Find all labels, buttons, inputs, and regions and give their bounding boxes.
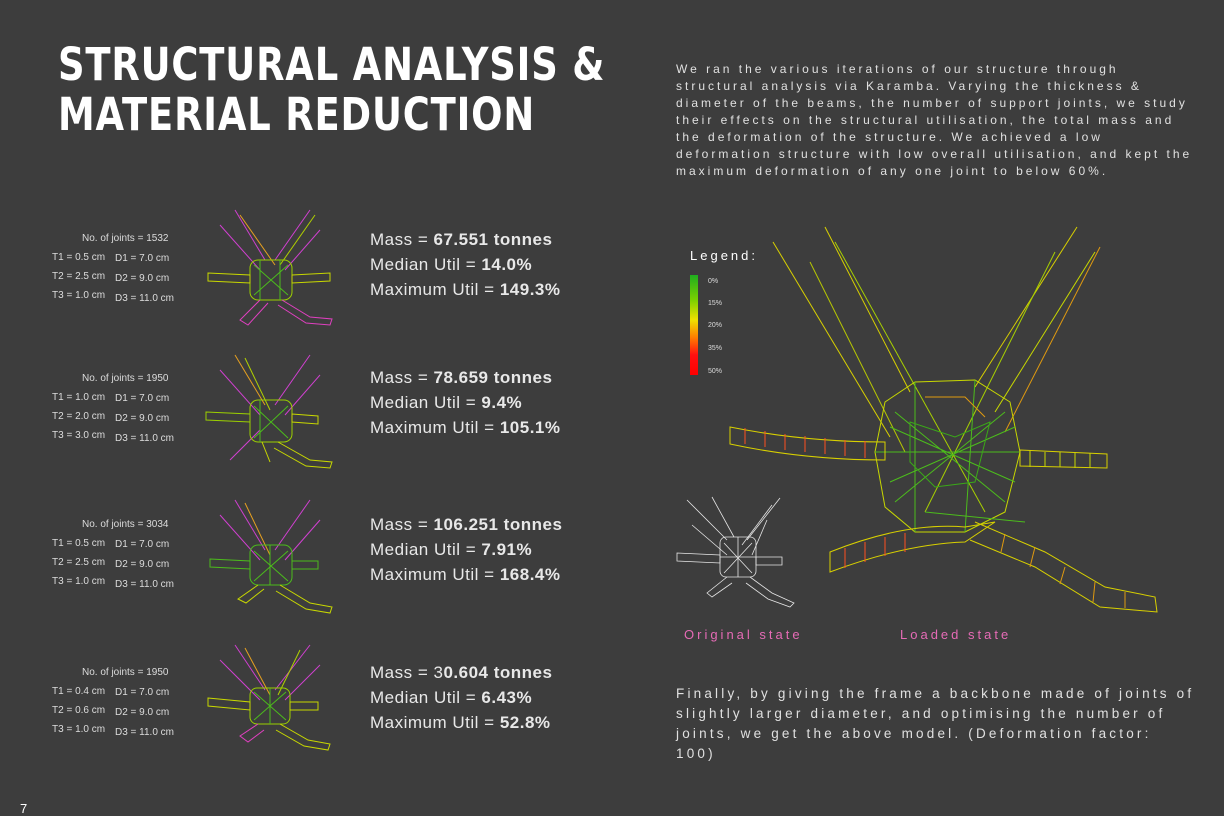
median-util-value: 9.4%	[481, 393, 523, 412]
thickness-t2: T2 = 2.5 cm	[52, 557, 106, 568]
page-title: STRUCTURAL ANALYSIS & MATERIAL REDUCTION	[58, 40, 605, 140]
max-util-line: Maximum Util = 149.3%	[370, 280, 561, 299]
diameter-d1: D1 = 7.0 cm	[115, 539, 170, 550]
median-util-line: Median Util = 6.43%	[370, 688, 533, 707]
median-util-value: 7.91%	[481, 540, 533, 559]
legend-tick: 35%	[708, 345, 723, 352]
thickness-t2: T2 = 0.6 cm	[52, 705, 106, 716]
iteration-3-model-image	[209, 499, 333, 614]
max-util-value: 149.3%	[499, 280, 561, 299]
original-state-model-image	[676, 496, 795, 608]
legend-tick: 20%	[708, 322, 723, 329]
joints-count: No. of joints = 1532	[82, 233, 169, 244]
legend-tick: 50%	[708, 368, 723, 375]
diameter-d2: D2 = 9.0 cm	[115, 707, 170, 718]
iteration-3-metrics: Mass = 106.251 tonnes Median Util = 7.91…	[370, 512, 562, 587]
diameter-d3: D3 = 11.0 cm	[115, 579, 175, 590]
legend-tick: 0%	[708, 278, 719, 285]
diameter-d2: D2 = 9.0 cm	[115, 273, 170, 284]
legend-color-bar	[690, 275, 698, 375]
median-util-line: Median Util = 9.4%	[370, 393, 523, 412]
diameter-d2: D2 = 9.0 cm	[115, 559, 170, 570]
median-util-line: Median Util = 14.0%	[370, 255, 533, 274]
thickness-t3: T3 = 1.0 cm	[52, 576, 106, 587]
loaded-state-model-image	[729, 226, 1158, 613]
joints-count: No. of joints = 1950	[82, 667, 169, 678]
mass-line: Mass = 106.251 tonnes	[370, 515, 563, 534]
thickness-t3: T3 = 1.0 cm	[52, 290, 106, 301]
iteration-1-model-image	[207, 209, 333, 326]
loaded-state-label: Loaded state	[900, 627, 1012, 642]
thickness-t3: T3 = 3.0 cm	[52, 430, 106, 441]
joints-count: No. of joints = 1950	[82, 373, 169, 384]
mass-value: 0.604 tonnes	[443, 663, 553, 682]
joints-count: No. of joints = 3034	[82, 519, 169, 530]
max-util-value: 168.4%	[499, 565, 561, 584]
max-util-line: Maximum Util = 105.1%	[370, 418, 561, 437]
max-util-line: Maximum Util = 52.8%	[370, 713, 551, 732]
intro-paragraph: We ran the various iterations of our str…	[676, 62, 1193, 178]
thickness-t1: T1 = 0.4 cm	[52, 686, 106, 697]
max-util-value: 105.1%	[499, 418, 561, 437]
mass-line: Mass = 30.604 tonnes	[370, 663, 553, 682]
diameter-d1: D1 = 7.0 cm	[115, 687, 170, 698]
mass-line: Mass = 78.659 tonnes	[370, 368, 553, 387]
iteration-4-metrics: Mass = 30.604 tonnes Median Util = 6.43%…	[370, 660, 552, 735]
iteration-4-model-image	[207, 644, 331, 751]
median-util-line: Median Util = 7.91%	[370, 540, 533, 559]
median-util-value: 14.0%	[481, 255, 533, 274]
conclusion-paragraph: Finally, by giving the frame a backbone …	[676, 686, 1195, 761]
thickness-t1: T1 = 0.5 cm	[52, 538, 106, 549]
mass-value: 106.251 tonnes	[433, 515, 563, 534]
legend-tick: 15%	[708, 300, 723, 307]
diameter-d1: D1 = 7.0 cm	[115, 253, 170, 264]
iteration-2-metrics: Mass = 78.659 tonnes Median Util = 9.4% …	[370, 365, 561, 440]
thickness-t3: T3 = 1.0 cm	[52, 724, 106, 735]
diameter-d2: D2 = 9.0 cm	[115, 413, 170, 424]
diameter-d1: D1 = 7.0 cm	[115, 393, 170, 404]
iteration-2-model-image	[205, 354, 333, 469]
page-number: 7	[20, 801, 28, 816]
thickness-t1: T1 = 0.5 cm	[52, 252, 106, 263]
legend-title: Legend:	[690, 248, 758, 263]
thickness-t2: T2 = 2.5 cm	[52, 271, 106, 282]
max-util-value: 52.8%	[499, 713, 551, 732]
original-state-label: Original state	[684, 627, 803, 642]
diameter-d3: D3 = 11.0 cm	[115, 727, 175, 738]
diameter-d3: D3 = 11.0 cm	[115, 293, 175, 304]
title-line-2: MATERIAL REDUCTION	[58, 88, 536, 141]
max-util-line: Maximum Util = 168.4%	[370, 565, 561, 584]
iteration-1-metrics: Mass = 67.551 tonnes Median Util = 14.0%…	[370, 227, 561, 302]
mass-value: 67.551 tonnes	[433, 230, 553, 249]
title-line-1: STRUCTURAL ANALYSIS &	[58, 38, 606, 91]
median-util-value: 6.43%	[481, 688, 533, 707]
thickness-t1: T1 = 1.0 cm	[52, 392, 106, 403]
mass-value: 78.659 tonnes	[433, 368, 553, 387]
diameter-d3: D3 = 11.0 cm	[115, 433, 175, 444]
mass-line: Mass = 67.551 tonnes	[370, 230, 553, 249]
thickness-t2: T2 = 2.0 cm	[52, 411, 106, 422]
